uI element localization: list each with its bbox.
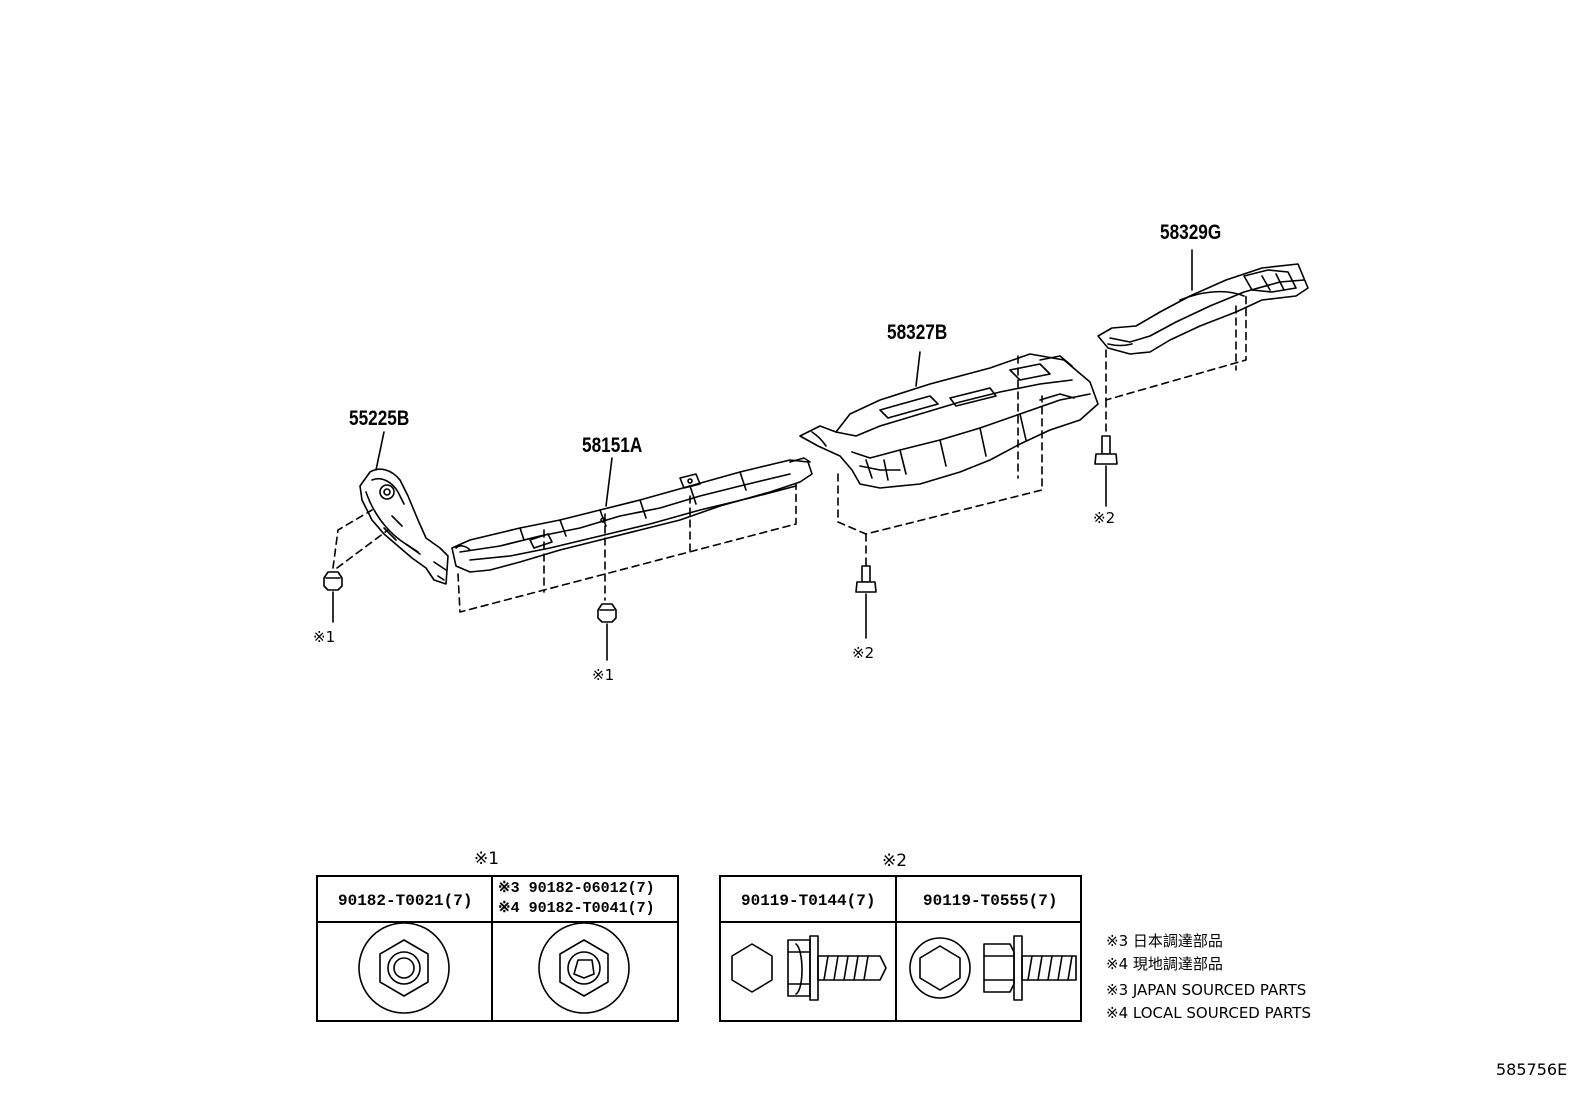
part-label-55225B: 55225B xyxy=(349,407,410,430)
part-55225B-bracket xyxy=(359,468,449,585)
bolt-drawing-90119-T0555 xyxy=(909,935,1077,1001)
table-2-col-1: 90119-T0144(7) xyxy=(741,892,876,910)
guide-58329G xyxy=(1105,295,1247,437)
nut-marker-1a xyxy=(323,571,343,623)
leader-58151A xyxy=(605,457,613,507)
bolt-marker-2a xyxy=(855,565,877,639)
marker-1-left: ※1 xyxy=(313,628,336,646)
fastener-table-2: 90119-T0144(7) 90119-T0555(7) xyxy=(719,875,1082,1022)
part-58151A-heat-insulator xyxy=(451,457,813,573)
legend-local-sourced-jp: ※4 現地調達部品 xyxy=(1106,955,1223,973)
fastener-table-1: 90182-T0021(7) ※3 90182-06012(7) ※4 9018… xyxy=(316,875,679,1022)
table-1-title: ※1 xyxy=(474,849,500,869)
marker-1-center: ※1 xyxy=(592,666,615,684)
nut-marker-1b xyxy=(597,603,617,661)
part-label-58329G: 58329G xyxy=(1160,221,1222,244)
table-1-col-1: 90182-T0021(7) xyxy=(338,892,473,910)
bolt-marker-2b xyxy=(1094,435,1118,507)
part-label-58327B: 58327B xyxy=(887,321,948,344)
table-2-divider-v xyxy=(895,877,897,1020)
legend-japan-sourced-jp: ※3 日本調達部品 xyxy=(1106,932,1223,950)
table-1-col-2-line-2: ※4 90182-T0041(7) xyxy=(498,900,655,917)
marker-2-right: ※2 xyxy=(1093,509,1116,527)
leader-58327B xyxy=(915,351,921,387)
table-1-divider-h xyxy=(318,921,677,923)
legend-local-sourced-en: ※4 LOCAL SOURCED PARTS xyxy=(1106,1004,1311,1022)
table-2-col-2: 90119-T0555(7) xyxy=(923,892,1058,910)
part-58327B-heat-insulator xyxy=(799,353,1099,489)
bolt-drawing-90119-T0144 xyxy=(731,935,887,1001)
guide-55225B xyxy=(332,509,389,569)
table-2-title: ※2 xyxy=(882,851,908,871)
nut-drawing-90182-06012 xyxy=(538,922,630,1014)
part-label-58151A: 58151A xyxy=(582,434,643,457)
legend-japan-sourced-en: ※3 JAPAN SOURCED PARTS xyxy=(1106,981,1307,999)
nut-drawing-90182-T0021 xyxy=(358,922,450,1014)
table-1-col-2-line-1: ※3 90182-06012(7) xyxy=(498,880,655,897)
guide-58151A xyxy=(457,483,797,613)
figure-id: 585756E xyxy=(1496,1060,1568,1079)
table-1-divider-v xyxy=(491,877,493,1020)
marker-2-center: ※2 xyxy=(852,644,875,662)
leader-55225B xyxy=(375,431,385,471)
part-58329G-heat-insulator xyxy=(1097,263,1309,355)
guide-58327B xyxy=(837,355,1043,567)
table-2-divider-h xyxy=(721,921,1080,923)
